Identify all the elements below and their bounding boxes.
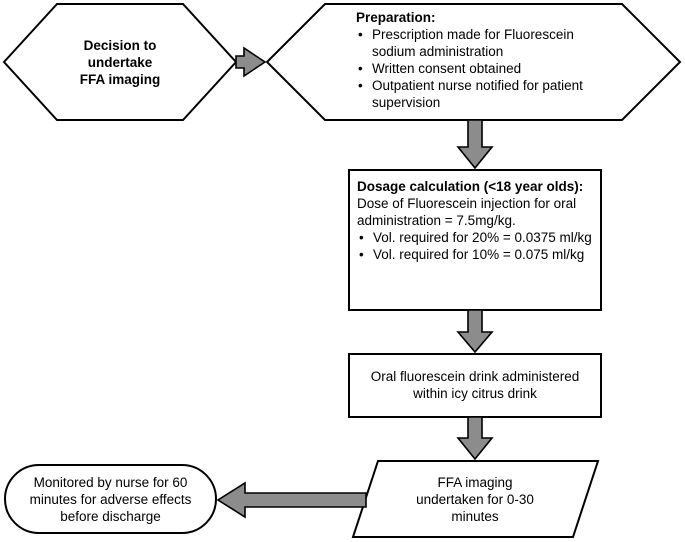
arrow-down-1: [456, 119, 494, 170]
dosage-item: Vol. required for 20% = 0.0375 ml/kg: [357, 229, 597, 246]
imaging-line-1: FFA imaging: [437, 475, 513, 490]
dosage-list: Vol. required for 20% = 0.0375 ml/kg Vol…: [357, 229, 597, 263]
dosage-item: Vol. required for 10% = 0.075 ml/kg: [357, 246, 597, 263]
preparation-item: Written consent obtained: [356, 60, 606, 77]
decision-line-1: Decision to: [83, 38, 157, 53]
decision-line-2: undertake: [87, 55, 153, 70]
monitor-shape: [4, 464, 217, 534]
monitor-line-3: before discharge: [60, 509, 161, 524]
imaging-shape: [351, 460, 600, 538]
oral-line-1: Oral fluorescein drink administered: [370, 369, 580, 384]
dosage-intro: Dose of Fluorescein injection for oral a…: [357, 196, 577, 228]
monitor-text: Monitored by nurse for 60 minutes for ad…: [10, 474, 211, 525]
dosage-heading: Dosage calculation (<18 year olds):: [357, 179, 584, 194]
preparation-text: Preparation: Prescription made for Fluor…: [356, 9, 606, 111]
preparation-item: Prescription made for Fluorescein sodium…: [356, 26, 606, 60]
preparation-item: Outpatient nurse notified for patient su…: [356, 77, 606, 111]
monitor-line-2: minutes for adverse effects: [29, 492, 192, 507]
arrow-left: [216, 481, 367, 519]
monitor-line-1: Monitored by nurse for 60: [33, 475, 188, 490]
arrow-down-3: [456, 416, 494, 461]
oral-text: Oral fluorescein drink administered with…: [349, 368, 601, 402]
oral-line-2: within icy citrus drink: [413, 386, 537, 401]
arrow-right: [235, 46, 267, 78]
decision-line-3: FFA imaging: [79, 72, 161, 87]
arrow-down-2: [456, 309, 494, 354]
preparation-heading: Preparation:: [356, 10, 436, 25]
preparation-list: Prescription made for Fluorescein sodium…: [356, 26, 606, 111]
imaging-line-2: undertaken for 0-30: [416, 492, 534, 507]
imaging-line-3: minutes: [451, 509, 499, 524]
imaging-text: FFA imaging undertaken for 0-30 minutes: [385, 474, 565, 525]
decision-text: Decision to undertake FFA imaging: [50, 37, 190, 88]
dosage-text: Dosage calculation (<18 year olds): Dose…: [357, 178, 597, 263]
